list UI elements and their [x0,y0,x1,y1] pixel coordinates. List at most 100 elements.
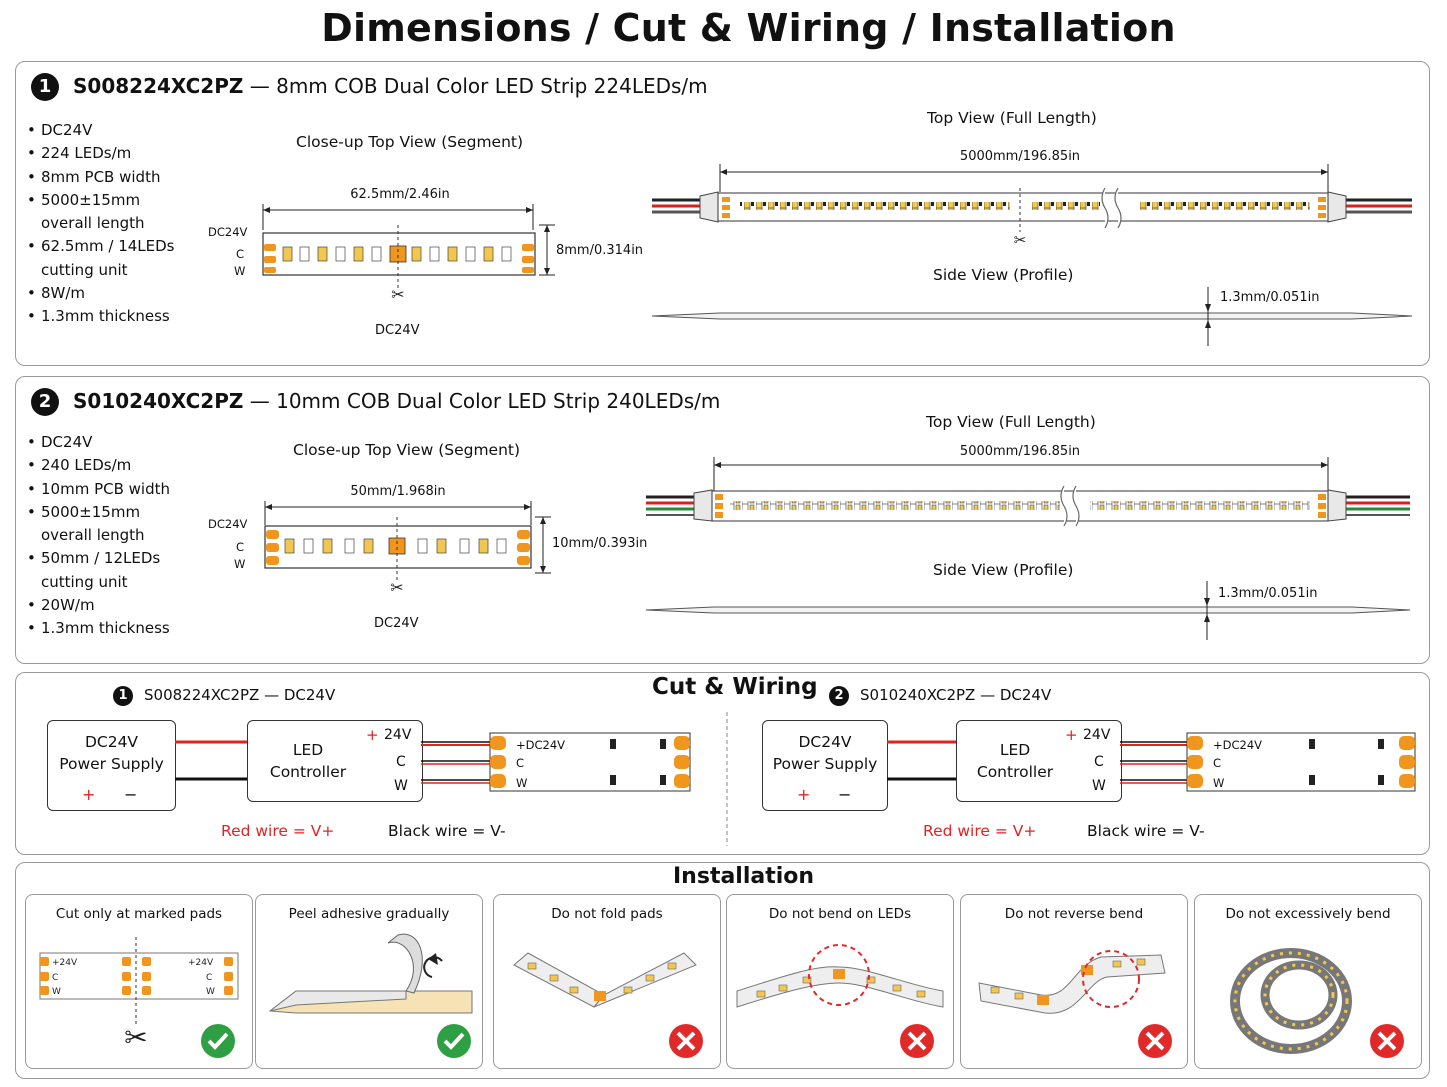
wiring-title: Cut & Wiring [652,674,818,700]
product-code: S008224XC2PZ [73,74,244,98]
reverse-bend-illustration [978,950,1172,1058]
power-supply-1: DC24V Power Supply + − [47,720,176,811]
product-code: S010240XC2PZ [73,389,244,413]
pad-label-c: C [236,540,245,554]
install-card-bend-leds: Do not bend on LEDs [726,894,954,1069]
install-card-cut: Cut only at marked pads ✂ +24V C W +24V … [25,894,253,1069]
ctrl-line2: Controller [976,763,1054,781]
spec-item: DC24V [27,119,175,143]
pad-c-label: C [52,973,58,983]
full-length-1: 5000mm/196.85in [959,149,1081,164]
psu-plus: + [797,785,811,804]
card-caption: Do not excessively bend [1225,906,1391,922]
spec-list-1: DC24V 224 LEDs/m 8mm PCB width 5000±15mm… [27,119,175,329]
spec-item: 10mm PCB width [27,478,170,502]
red-wire-note-1: Red wire = V+ [221,822,335,840]
black-wire-note-1: Black wire = V- [388,822,506,840]
spec-item: DC24V [27,431,170,455]
pad-w-label: W [206,987,215,997]
svg-text:✂: ✂ [124,1021,147,1054]
strip-c-label-2: C [1213,756,1222,770]
spec-item: 5000±15mm [27,189,175,213]
spec-item: 224 LEDs/m [27,142,175,166]
wiring-badge-2: 2 [829,686,849,706]
top-view-title-2: Top View (Full Length) [926,413,1096,431]
product-desc: — 10mm COB Dual Color LED Strip 240LEDs/… [249,389,721,413]
pad-label-dc24v: DC24V [208,225,248,239]
pad-plus-label: +24V [188,958,214,968]
ctrl-w: W [394,778,408,794]
product-header-2: S010240XC2PZ — 10mm COB Dual Color LED S… [73,389,720,413]
strip-width-1: 8mm/0.314in [556,243,644,258]
voltage-label-1: DC24V [375,323,420,338]
ctrl-plus: + [1065,726,1078,744]
full-length-2: 5000mm/196.85in [959,444,1081,459]
svg-text:✂: ✂ [390,578,403,597]
thickness-2: 1.3mm/0.051in [1218,586,1318,601]
badge-2: 2 [31,388,59,416]
card-caption: Do not fold pads [551,906,663,922]
top-view-title-1: Top View (Full Length) [927,109,1097,127]
strip-plus-label-1: +DC24V [516,738,566,752]
wiring-label-1: S008224XC2PZ — DC24V [144,686,336,704]
coil-illustration [1230,948,1404,1058]
badge-1: 1 [31,73,59,101]
ctrl-plus: + [366,726,379,744]
psu-plus: + [82,785,96,804]
strip-w-label-2: W [1213,776,1225,790]
svg-text:✂: ✂ [1014,231,1027,249]
psu-line2: Power Supply [772,755,878,773]
ctrl-line2: Controller [269,763,347,781]
closeup-title-2: Close-up Top View (Segment) [293,441,521,459]
power-supply-2: DC24V Power Supply + − [762,720,888,811]
wiring-label-2: S010240XC2PZ — DC24V [860,686,1052,704]
led-controller-2: LED Controller + 24V C W [956,720,1122,802]
ctrl-24v: 24V [384,727,412,743]
product-header-1: S008224XC2PZ — 8mm COB Dual Color LED St… [73,74,708,98]
closeup-title-1: Close-up Top View (Segment) [296,133,524,151]
segment-length-1: 62.5mm/2.46in [350,187,450,202]
ctrl-line1: LED [999,741,1031,759]
side-view-title-2: Side View (Profile) [933,561,1074,579]
pad-label-c: C [236,247,245,261]
thickness-1: 1.3mm/0.051in [1220,290,1320,305]
card-caption: Do not bend on LEDs [768,906,912,922]
peel-illustration [268,933,473,1058]
black-wire-note-2: Black wire = V- [1087,822,1205,840]
installation-title: Installation [673,864,815,889]
ctrl-w: W [1092,778,1106,794]
psu-minus: − [124,785,138,804]
psu-line1: DC24V [798,733,852,751]
install-card-excessive-bend: Do not excessively bend [1194,894,1422,1069]
install-card-peel: Peel adhesive gradually [255,894,483,1069]
product-desc: — 8mm COB Dual Color LED Strip 224LEDs/m [249,74,708,98]
card-caption: Do not reverse bend [1004,906,1144,922]
spec-item: overall length [41,214,145,233]
voltage-label-2: DC24V [374,616,419,631]
pad-c-label: C [206,973,212,983]
wiring-badge-1: 1 [113,686,133,706]
pad-plus-label: +24V [52,958,78,968]
spec-item: cutting unit [41,572,128,591]
segment-length-2: 50mm/1.968in [350,484,446,499]
led-dots [740,202,1310,210]
svg-text:✂: ✂ [391,285,404,304]
bend-leds-illustration [736,944,944,1058]
ctrl-line1: LED [292,741,324,759]
install-card-fold: Do not fold pads [493,894,721,1069]
pad-label-dc24v: DC24V [208,517,248,531]
psu-minus: − [838,785,852,804]
strip-plus-label-2: +DC24V [1213,738,1263,752]
card-caption: Cut only at marked pads [55,906,223,922]
red-wire-note-2: Red wire = V+ [923,822,1037,840]
fold-illustration [513,952,703,1058]
spec-item: 20W/m [27,594,170,618]
spec-item: 50mm / 12LEDs [27,547,170,571]
